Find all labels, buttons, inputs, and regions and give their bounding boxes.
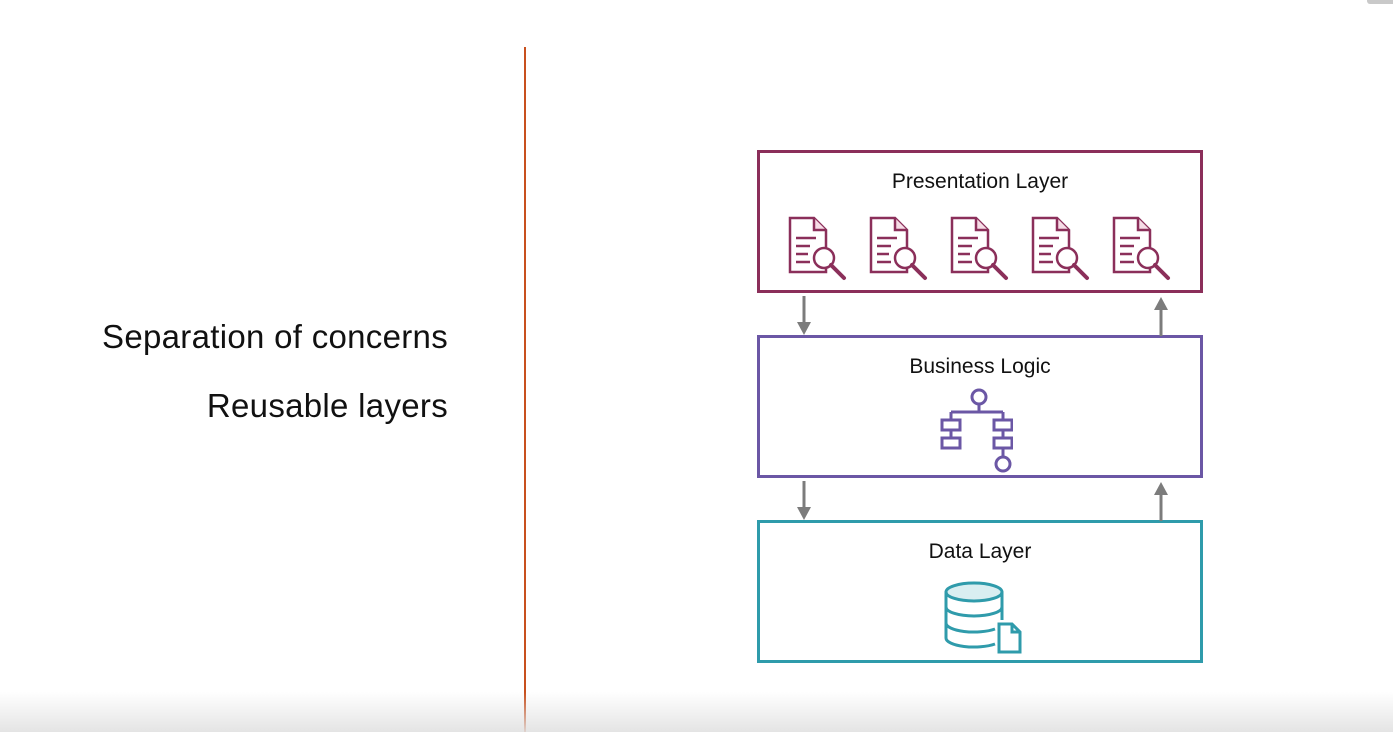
presentation-layer-title: Presentation Layer [891,170,1069,193]
database-icon [944,581,1022,654]
business-logic-box: Business Logic [757,335,1203,478]
document-search-icon [788,216,846,280]
arrow-up-business-to-presentation [1154,297,1168,336]
presentation-icon-row [786,216,1176,282]
document-search-icon [869,216,927,280]
arrow-down-presentation-to-business [797,296,811,335]
arrow-down-business-to-data [797,481,811,520]
flowchart-icon [940,388,1013,473]
document-search-icon [1031,216,1089,280]
document-search-icon [1112,216,1170,280]
arrow-up-data-to-business [1154,482,1168,521]
point-separation-of-concerns: Separation of concerns [102,318,448,355]
divider-line [524,47,526,732]
document-search-icon [950,216,1008,280]
divider-stroke [524,47,526,732]
point-reusable-layers: Reusable layers [206,387,448,424]
corner-mark [1367,0,1393,4]
bottom-shade [0,692,1393,732]
data-layer-box: Data Layer [757,520,1203,663]
business-logic-title: Business Logic [909,355,1051,378]
data-layer-title: Data Layer [928,540,1032,563]
presentation-layer-box: Presentation Layer [757,150,1203,293]
